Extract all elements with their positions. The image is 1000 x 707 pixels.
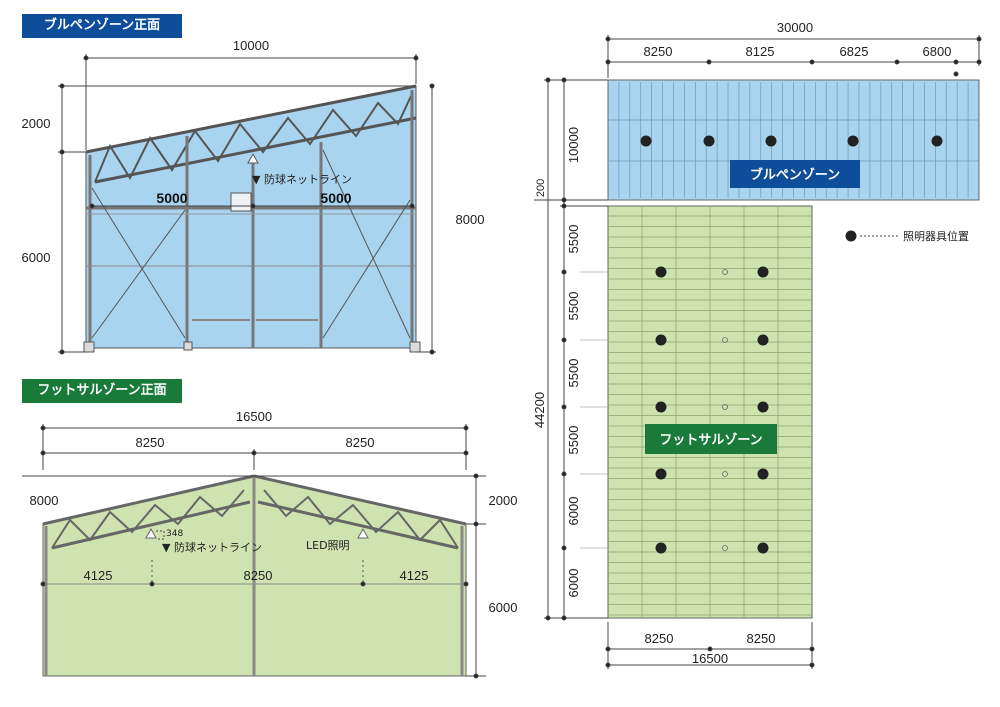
plan-futsal-tag (645, 424, 777, 454)
futsal-front-title: フットサルゾーン正面 (37, 383, 167, 398)
plan-left-seg-5: 6000 (566, 497, 581, 526)
plan-bullpen-depth-label: 10000 (566, 127, 581, 163)
futsal-width-label: 16500 (236, 409, 272, 424)
bullpen-bay-left-label: 5000 (156, 190, 187, 206)
bullpen-wall-height-label: 6000 (22, 250, 51, 265)
plan-view: ブルペンゾーン フットサルゾーン 照明器具位置 (532, 20, 982, 669)
plan-gap-label: 200 (535, 179, 547, 197)
bullpen-roof-rise-label: 2000 (22, 116, 51, 131)
plan-top-seg-1: 8250 (644, 44, 673, 59)
bullpen-width-label: 10000 (233, 38, 269, 53)
bullpen-total-height-label: 8000 (456, 212, 485, 227)
plan-bottom-total-label: 16500 (692, 651, 728, 666)
futsal-half-right-label: 8250 (346, 435, 375, 450)
futsal-net-line-label: ▼ 防球ネットライン (162, 540, 262, 554)
futsal-led-label: LED照明 (306, 539, 350, 552)
bullpen-net-line-label: ▼ 防球ネットライン (252, 172, 352, 186)
futsal-elevation: 16500 8250 8250 8000 2000 6000 4125 8250… (22, 409, 518, 679)
bullpen-front-title: ブルペンゾーン正面 (43, 18, 161, 33)
plan-bottom-seg-2: 8250 (747, 631, 776, 646)
plan-total-depth-label: 44200 (532, 392, 547, 428)
futsal-front-tag: フットサルゾーン正面 (22, 379, 182, 403)
bullpen-elevation: 10000 2000 6000 8000 5000 5000 ▼ 防球ネットライ… (22, 38, 485, 355)
plan-bullpen-label: ブルペンゾーン (750, 167, 840, 183)
plan-top-seg-3: 6825 (840, 44, 869, 59)
plan-total-width-label: 30000 (777, 20, 813, 35)
plan-left-seg-3: 5500 (566, 359, 581, 388)
futsal-half-left-label: 8250 (136, 435, 165, 450)
plan-bullpen-tag (730, 160, 860, 188)
futsal-left-height-label: 8000 (30, 493, 59, 508)
plan-top-seg-2: 8125 (746, 44, 775, 59)
futsal-seg-left-label: 4125 (84, 568, 113, 583)
plan-left-seg-2: 5500 (566, 292, 581, 321)
plan-bottom-seg-1: 8250 (645, 631, 674, 646)
plan-left-seg-4: 5500 (566, 426, 581, 455)
legend-label: 照明器具位置 (903, 229, 969, 243)
bullpen-bay-right-label: 5000 (320, 190, 351, 206)
plan-futsal-label: フットサルゾーン (659, 432, 762, 448)
futsal-right-rise-label: 2000 (489, 493, 518, 508)
plan-left-seg-1: 5500 (566, 225, 581, 254)
bullpen-front-tag: ブルペンゾーン正面 (22, 14, 182, 38)
plan-light-fixtures (640, 135, 943, 554)
bullpen-elevation-fill (85, 85, 417, 349)
plan-left-seg-6: 6000 (566, 569, 581, 598)
futsal-seg-right-label: 4125 (400, 568, 429, 583)
futsal-seg-mid-label: 8250 (244, 568, 273, 583)
plan-top-seg-4: 6800 (923, 44, 952, 59)
futsal-net-offset-label: 348 (166, 529, 183, 539)
futsal-right-wall-label: 6000 (489, 600, 518, 615)
